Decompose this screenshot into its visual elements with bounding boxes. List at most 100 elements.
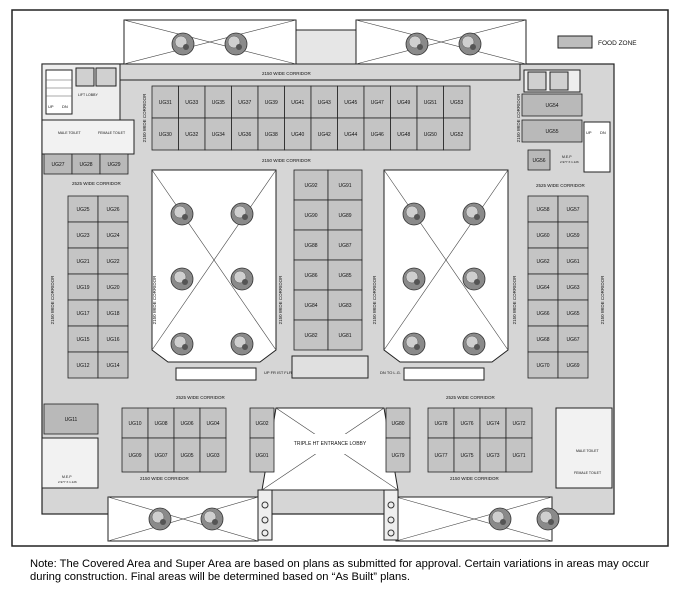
- lift: [95, 67, 117, 87]
- shop-unit-label: UG09: [128, 453, 141, 459]
- shop-unit: UG77: [427, 437, 455, 473]
- female-toilet-label: FEMALE TOILET: [574, 471, 602, 475]
- corridor-label-bottom-left: 2150 WIDE CORRIDOR: [140, 476, 190, 481]
- shop-unit-label: UG46: [371, 132, 384, 138]
- shop-unit-outline: [557, 221, 589, 249]
- tree-icon: [462, 332, 486, 356]
- shop-unit-outline: [443, 85, 471, 119]
- shop-unit-outline: [557, 325, 589, 353]
- shop-unit-outline: [173, 437, 201, 473]
- shop-unit-outline: [557, 273, 589, 301]
- male-toilet-label: MALE TOILET: [576, 449, 599, 453]
- shop-unit-outline: [527, 149, 551, 171]
- shop-unit-outline: [257, 117, 285, 151]
- shop-unit-label: UG31: [159, 100, 172, 106]
- shop-unit-outline: [231, 117, 259, 151]
- disclaimer-note: Note: The Covered Area and Super Area ar…: [30, 558, 650, 583]
- tree-icon: [462, 267, 486, 291]
- shop-unit-label: UG80: [391, 421, 404, 427]
- corridor-label-lower-right: 2525 WIDE CORRIDOR: [446, 395, 496, 400]
- shop-unit: UG37: [231, 85, 259, 119]
- tree-icon: [200, 507, 224, 531]
- shop-unit: UG81: [327, 319, 363, 351]
- shop-unit-label: UG32: [185, 132, 198, 138]
- tree-icon: [230, 332, 254, 356]
- toilet-block-left: [41, 119, 135, 155]
- shop-unit-outline: [505, 437, 533, 473]
- shop-unit-outline: [327, 199, 363, 231]
- lobby-label-bg: [304, 434, 356, 454]
- shop-unit: UG15: [67, 325, 99, 353]
- floor-plan: FOOD ZONE LIFT LOBBY UP DN MALE TOILET F…: [11, 9, 669, 547]
- shop-unit-outline: [249, 437, 275, 473]
- corridor-label-vertical: 2150 WIDE CORRIDOR: [512, 275, 517, 325]
- shop-unit: UG10: [121, 407, 149, 439]
- tree-icon: [536, 507, 560, 531]
- shop-unit-label: UG84: [304, 303, 317, 309]
- shop-unit: UG08: [147, 407, 175, 439]
- stair-up-label: UP: [586, 130, 592, 135]
- corridor-label-vertical: 2150 WIDE CORRIDOR: [600, 275, 605, 325]
- shop-unit-outline: [310, 85, 338, 119]
- shop-unit-outline: [99, 153, 129, 175]
- shop-unit-label: UG71: [512, 453, 525, 459]
- shop-unit: UG07: [147, 437, 175, 473]
- shop-unit-label: UG21: [76, 259, 89, 265]
- shop-unit: UG39: [257, 85, 285, 119]
- shop-unit: UG61: [557, 247, 589, 275]
- shop-unit-label: UG05: [180, 453, 193, 459]
- shop-unit-outline: [363, 117, 391, 151]
- shop-unit: UG55: [521, 119, 583, 143]
- mep-label: M.E.P: [62, 475, 72, 479]
- shop-unit-label: UG62: [536, 259, 549, 265]
- stair-dn-label: DN: [62, 104, 68, 109]
- shop-unit-outline: [97, 325, 129, 353]
- planter-icon: [387, 529, 395, 537]
- corridor-label-vertical: 2150 WIDE CORRIDOR: [142, 93, 147, 143]
- shop-unit-label: UG72: [512, 421, 525, 427]
- shop-unit: UG28: [71, 153, 101, 175]
- shop-unit-label: UG65: [566, 311, 579, 317]
- shop-unit: UG71: [505, 437, 533, 473]
- shop-unit: UG49: [390, 85, 418, 119]
- corridor-label-vertical: 2150 WIDE CORRIDOR: [152, 275, 157, 325]
- shop-unit-outline: [310, 117, 338, 151]
- shop-unit-label: UG07: [154, 453, 167, 459]
- shop-unit: UG64: [527, 273, 559, 301]
- shop-unit-label: UG27: [51, 162, 64, 168]
- shop-unit: UG58: [527, 195, 559, 223]
- shop-unit-label: UG81: [338, 333, 351, 339]
- shop-unit: UG56: [527, 149, 551, 171]
- shop-unit-outline: [249, 407, 275, 439]
- tree-icon: [402, 332, 426, 356]
- food-zone-legend-label: FOOD ZONE: [598, 40, 637, 47]
- shop-unit-label: UG68: [536, 337, 549, 343]
- shop-unit: UG54: [521, 93, 583, 117]
- trees-layer: [148, 32, 560, 531]
- shop-unit-label: UG14: [106, 363, 119, 369]
- shop-unit: UG73: [479, 437, 507, 473]
- shop-unit-outline: [527, 247, 559, 275]
- corridor-label-lower-left: 2525 WIDE CORRIDOR: [176, 395, 226, 400]
- tree-icon: [402, 267, 426, 291]
- down-to-lg-label: DN TO L.G.: [380, 370, 401, 375]
- lift: [75, 67, 95, 87]
- shop-unit-label: UG22: [106, 259, 119, 265]
- shop-unit: UG03: [199, 437, 227, 473]
- shop-unit-label: UG86: [304, 273, 317, 279]
- tree-icon: [405, 32, 429, 56]
- shop-unit-label: UG60: [536, 233, 549, 239]
- shop-unit-outline: [67, 351, 99, 379]
- up-from-first-floor-label: UP FR IST FLR.: [264, 370, 293, 375]
- shop-unit: UG09: [121, 437, 149, 473]
- shop-unit: UG30: [151, 117, 179, 151]
- shop-unit: UG41: [284, 85, 312, 119]
- shop-unit-label: UG20: [106, 285, 119, 291]
- shop-unit-label: UG24: [106, 233, 119, 239]
- shop-unit: UG86: [293, 259, 329, 291]
- shop-unit-outline: [151, 117, 179, 151]
- tree-icon: [488, 507, 512, 531]
- shop-unit-outline: [199, 407, 227, 439]
- shop-unit-outline: [67, 221, 99, 249]
- service-core-bottom-right: [555, 407, 613, 489]
